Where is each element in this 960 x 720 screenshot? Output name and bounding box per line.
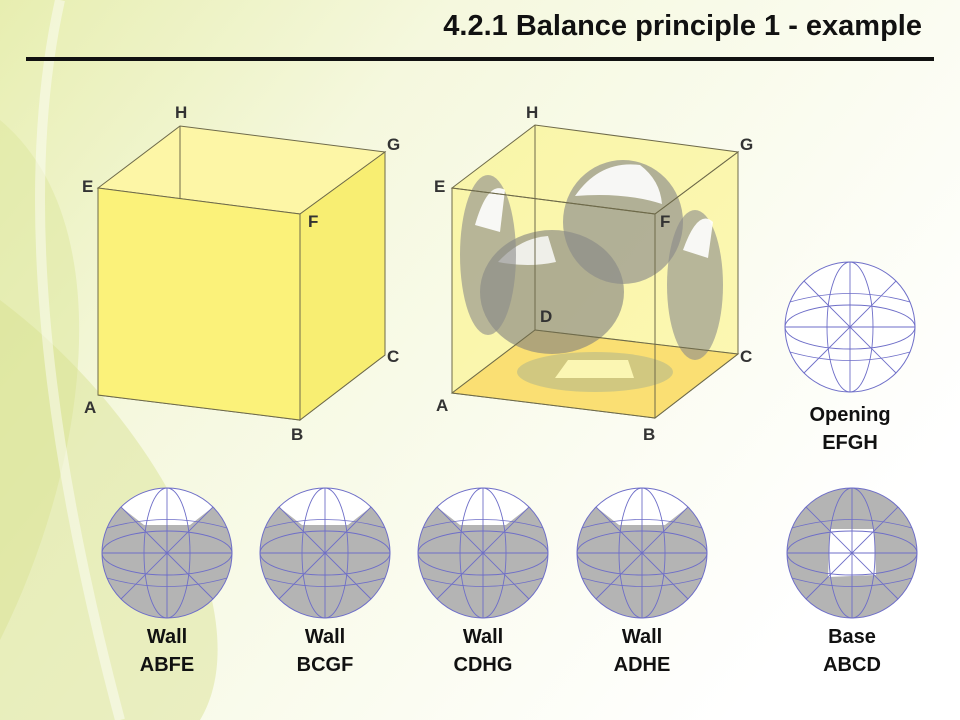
sphere-wall-cdhg bbox=[417, 487, 549, 619]
cube-left-label-a: A bbox=[84, 398, 96, 417]
cube-left-label-e: E bbox=[82, 177, 93, 196]
opening-caption: Opening EFGH bbox=[780, 401, 920, 457]
opening-caption-line2: EFGH bbox=[822, 432, 878, 454]
wall-caption-line1: Wall bbox=[621, 626, 663, 648]
cube-right-label-f: F bbox=[660, 212, 670, 231]
sphere-wall-abfe bbox=[101, 487, 233, 619]
base-caption-line2: ABCD bbox=[823, 654, 881, 676]
cube-left-label-f: F bbox=[308, 212, 318, 231]
wall-cdhg-caption: Wall CDHG bbox=[413, 623, 553, 679]
title-underline bbox=[26, 57, 934, 61]
wall-caption-line1: Wall bbox=[146, 626, 188, 648]
wall-caption-line2: ABFE bbox=[139, 654, 195, 676]
cube-right-label-c: C bbox=[740, 347, 752, 366]
cube-right-label-e: E bbox=[434, 177, 445, 196]
wall-caption-line2: BCGF bbox=[296, 654, 354, 676]
cube-left-label-h: H bbox=[175, 103, 187, 122]
wall-adhe-caption: Wall ADHE bbox=[572, 623, 712, 679]
base-abcd-caption: Base ABCD bbox=[782, 623, 922, 679]
base-caption-line1: Base bbox=[828, 626, 876, 648]
cube-left-label-c: C bbox=[387, 347, 399, 366]
cube-right-label-a: A bbox=[436, 396, 448, 415]
cube-left-label-b: B bbox=[291, 425, 303, 444]
wall-caption-line1: Wall bbox=[462, 626, 504, 648]
opening-caption-line1: Opening bbox=[809, 404, 891, 426]
wall-caption-line2: ADHE bbox=[613, 654, 671, 676]
sphere-wall-bcgf bbox=[259, 487, 391, 619]
wall-bcgf-caption: Wall BCGF bbox=[255, 623, 395, 679]
cube-right-label-b: B bbox=[643, 425, 655, 444]
cube-left-label-g: G bbox=[387, 135, 400, 154]
wall-caption-line2: CDHG bbox=[453, 654, 513, 676]
sphere-base-abcd bbox=[786, 487, 918, 619]
sphere-wall-adhe bbox=[576, 487, 708, 619]
cube-right-label-d: D bbox=[540, 307, 552, 326]
cube-right-label-h: H bbox=[526, 103, 538, 122]
page-title: 4.2.1 Balance principle 1 - example bbox=[443, 10, 922, 42]
wall-abfe-caption: Wall ABFE bbox=[97, 623, 237, 679]
sphere-opening-efgh bbox=[784, 261, 916, 393]
cube-right-label-g: G bbox=[740, 135, 753, 154]
wall-caption-line1: Wall bbox=[304, 626, 346, 648]
